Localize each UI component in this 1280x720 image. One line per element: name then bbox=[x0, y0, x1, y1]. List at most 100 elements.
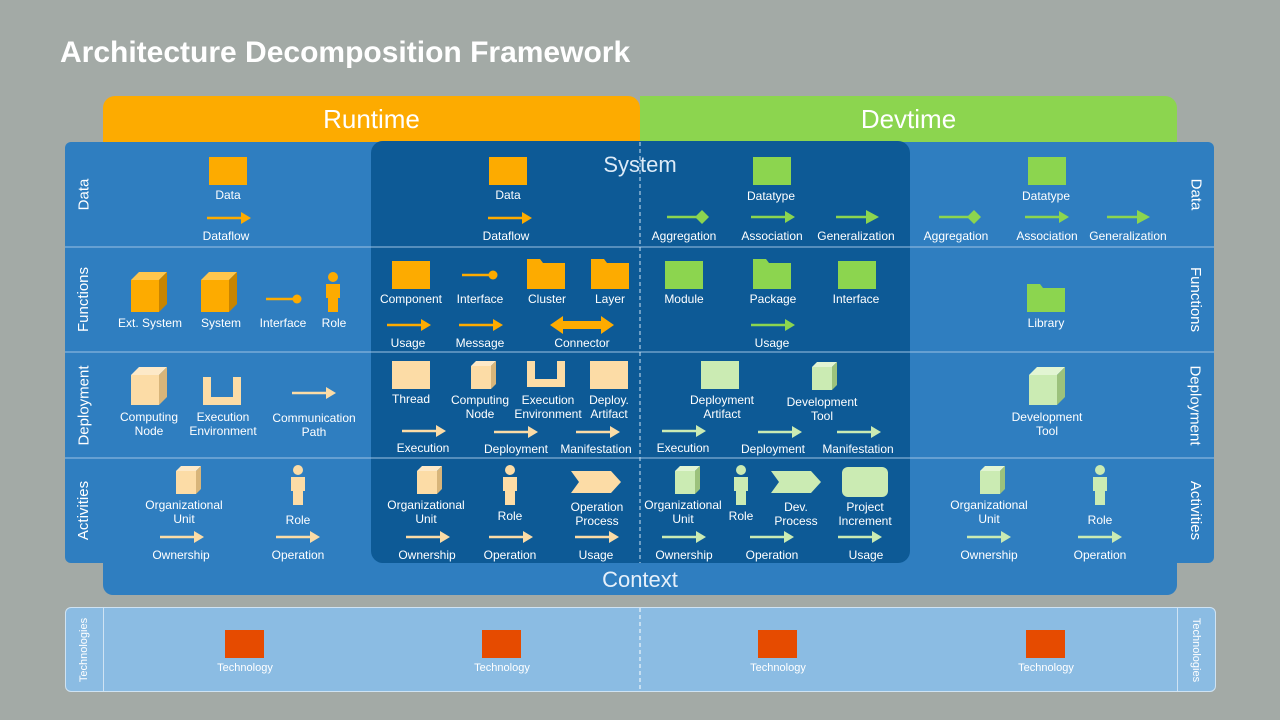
ctx-dev-role-label: Role bbox=[1087, 513, 1113, 527]
layer-folder-icon bbox=[591, 259, 629, 289]
deploy-artifact-square-icon bbox=[590, 361, 628, 389]
module-label: Module bbox=[664, 292, 704, 306]
association-label: Association bbox=[741, 229, 803, 243]
technology-square-icon-2 bbox=[482, 630, 521, 658]
sys-ownership-label: Ownership bbox=[398, 548, 456, 562]
ownership-arrow-icon bbox=[160, 531, 204, 543]
library-folder-icon bbox=[1027, 284, 1065, 312]
ownership-label: Ownership bbox=[152, 548, 210, 562]
row-label-activities-right: Activities bbox=[1187, 480, 1204, 541]
context-association-arrow-icon bbox=[1025, 211, 1069, 223]
context-aggregation-diamond-arrow-icon bbox=[939, 210, 981, 224]
sys-computing-node-label: Computing Node bbox=[450, 393, 510, 421]
development-tool-label: Development Tool bbox=[786, 395, 858, 423]
ctx-dev-ownership-arrow-icon bbox=[967, 531, 1011, 543]
association-arrow-icon bbox=[751, 211, 795, 223]
library-label: Library bbox=[1027, 316, 1065, 330]
dev-org-unit-label: Organizational Unit bbox=[644, 498, 722, 526]
dev-execution-label: Execution bbox=[656, 441, 710, 455]
sys-ownership-arrow-icon bbox=[406, 531, 450, 543]
sys-usage-arrow-icon bbox=[575, 531, 619, 543]
system-data-label: Data bbox=[495, 188, 521, 202]
context-datatype-label: Datatype bbox=[1021, 189, 1071, 203]
act-role-label: Role bbox=[285, 513, 311, 527]
computing-node-label: Computing Node bbox=[119, 410, 179, 438]
row-label-technologies-left: Technologies bbox=[78, 617, 90, 682]
operation-label: Operation bbox=[271, 548, 325, 562]
module-square-icon bbox=[665, 261, 703, 289]
communication-path-arrow-icon bbox=[292, 387, 336, 399]
component-square-icon bbox=[392, 261, 430, 289]
dev-execution-arrow-icon bbox=[662, 425, 706, 437]
data-label: Data bbox=[215, 188, 241, 202]
row-label-data-right: Data bbox=[1187, 178, 1204, 211]
dev-process-chevron-icon bbox=[771, 471, 821, 493]
role-person-icon bbox=[326, 272, 340, 312]
dev-interface-label: Interface bbox=[832, 292, 880, 306]
context-generalization-arrow-icon bbox=[1107, 210, 1150, 224]
computing-node-cube-icon bbox=[131, 367, 167, 405]
dev-role-person-icon bbox=[734, 465, 748, 505]
runtime-header: Runtime bbox=[103, 96, 640, 142]
row-label-activities-left: Activities bbox=[75, 480, 93, 541]
technology-square-icon-1 bbox=[225, 630, 264, 658]
role-label-fn: Role bbox=[321, 316, 347, 330]
ext-system-cube-icon bbox=[131, 272, 167, 312]
dev-deployment-label: Deployment bbox=[740, 442, 806, 456]
message-arrow-icon bbox=[459, 319, 503, 331]
sys-org-unit-cube-icon bbox=[417, 466, 442, 494]
context-association-label: Association bbox=[1016, 229, 1078, 243]
interface-label-ctx: Interface bbox=[259, 316, 307, 330]
connector-double-arrow-icon bbox=[550, 316, 614, 334]
connector-label: Connector bbox=[554, 336, 610, 350]
dev-usage-arrow-icon bbox=[751, 319, 795, 331]
sys-usage-label: Usage bbox=[578, 548, 614, 562]
data-square-icon bbox=[209, 157, 247, 185]
execution-environment-icon bbox=[203, 377, 241, 405]
dev-deployment-arrow-icon bbox=[758, 426, 802, 438]
technology-label-2: Technology bbox=[474, 662, 530, 674]
thread-label: Thread bbox=[391, 392, 431, 406]
sys-computing-node-cube-icon bbox=[471, 361, 496, 389]
technology-label-3: Technology bbox=[750, 662, 806, 674]
interface-lollipop-icon bbox=[266, 294, 302, 304]
page-title: Architecture Decomposition Framework bbox=[60, 36, 631, 69]
package-folder-icon bbox=[753, 259, 791, 289]
row-label-functions-right: Functions bbox=[1187, 266, 1205, 333]
sys-operation-label: Operation bbox=[483, 548, 537, 562]
aggregation-diamond-arrow-icon bbox=[667, 210, 709, 224]
system-data-square-icon bbox=[489, 157, 527, 185]
execution-label: Execution bbox=[396, 441, 450, 455]
dev-manifestation-arrow-icon bbox=[837, 426, 881, 438]
dev-org-unit-cube-icon bbox=[675, 466, 700, 494]
operation-arrow-icon bbox=[276, 531, 320, 543]
ctx-development-tool-cube-icon bbox=[1029, 367, 1065, 405]
deployment-arrow-icon bbox=[494, 426, 538, 438]
sys-interface-lollipop-icon bbox=[462, 270, 498, 280]
sys-role-label: Role bbox=[497, 509, 523, 523]
technologies-inner bbox=[103, 607, 1178, 692]
project-increment-rounded-icon bbox=[842, 467, 888, 497]
org-unit-label: Organizational Unit bbox=[145, 498, 223, 526]
manifestation-arrow-icon bbox=[576, 426, 620, 438]
ctx-dev-org-unit-cube-icon bbox=[980, 466, 1005, 494]
org-unit-cube-icon bbox=[176, 466, 201, 494]
usage-label-fn: Usage bbox=[390, 336, 426, 350]
dev-interface-square-icon bbox=[838, 261, 876, 289]
row-label-technologies-right: Technologies bbox=[1190, 617, 1202, 682]
row-label-deployment-right: Deployment bbox=[1187, 364, 1205, 446]
thread-square-icon bbox=[392, 361, 430, 389]
row-label-deployment-left: Deployment bbox=[75, 364, 93, 446]
ctx-dev-role-person-icon bbox=[1093, 465, 1107, 505]
deployment-artifact-square-icon bbox=[701, 361, 739, 389]
deployment-label: Deployment bbox=[483, 442, 549, 456]
row-label-data-left: Data bbox=[75, 178, 93, 211]
execution-environment-label: Execution Environment bbox=[189, 410, 257, 438]
operation-process-chevron-icon bbox=[571, 471, 621, 493]
act-role-person-icon bbox=[291, 465, 305, 505]
communication-path-label: Communication Path bbox=[272, 411, 356, 439]
development-tool-cube-icon bbox=[812, 362, 837, 390]
deployment-artifact-label: Deployment Artifact bbox=[689, 393, 755, 421]
technology-label-1: Technology bbox=[217, 662, 273, 674]
context-aggregation-label: Aggregation bbox=[923, 229, 989, 243]
